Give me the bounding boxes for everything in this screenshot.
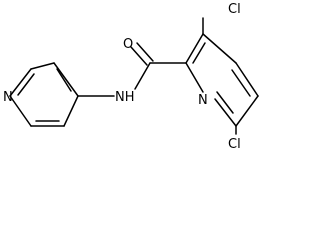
pyridine-nitrogen-left-label: N bbox=[3, 90, 13, 105]
bond-c3-c4-left bbox=[53, 62, 79, 97]
bond-c5-c4-right bbox=[235, 62, 259, 97]
aromatic-inner-bond-left-1 bbox=[17, 73, 35, 96]
bond-c3-c2-right bbox=[185, 33, 204, 64]
aromatic-inner-bond-left-2 bbox=[56, 68, 72, 92]
nh-label: NH bbox=[115, 90, 135, 105]
molecule-diagram: O Cl NH N N Cl bbox=[3, 2, 259, 152]
amide-linkage bbox=[77, 42, 187, 97]
aromatic-inner-bond-right-1 bbox=[192, 42, 206, 64]
bond-c6-c5-right bbox=[235, 95, 259, 127]
chlorine-bottom-label: Cl bbox=[228, 137, 241, 152]
chemical-structure-canvas: O Cl NH N N Cl bbox=[3, 2, 259, 152]
bond-c4-c5-left bbox=[63, 95, 79, 127]
dichloropyridine-ring bbox=[185, 17, 259, 135]
bond-c2-n-right bbox=[185, 62, 204, 93]
bond-carbonyl-to-oxygen-1 bbox=[130, 46, 148, 66]
bond-n-c2-left bbox=[9, 68, 32, 97]
bond-nh-to-carbonyl bbox=[134, 62, 151, 90]
bond-c4-c3-right bbox=[202, 33, 237, 64]
pyridin-4-yl-ring bbox=[9, 62, 79, 127]
oxygen-label: O bbox=[123, 37, 133, 52]
aromatic-inner-bond-right-3 bbox=[216, 91, 234, 114]
bond-c6-n-left bbox=[9, 95, 32, 127]
pyridine-nitrogen-right-label: N bbox=[198, 93, 208, 108]
bond-n-c6-right bbox=[214, 98, 237, 127]
chlorine-top-label: Cl bbox=[228, 2, 241, 17]
bond-c2-c3-left bbox=[30, 62, 55, 70]
bond-carbonyl-to-oxygen-2 bbox=[136, 42, 154, 62]
aromatic-inner-bond-right-2 bbox=[231, 69, 251, 97]
